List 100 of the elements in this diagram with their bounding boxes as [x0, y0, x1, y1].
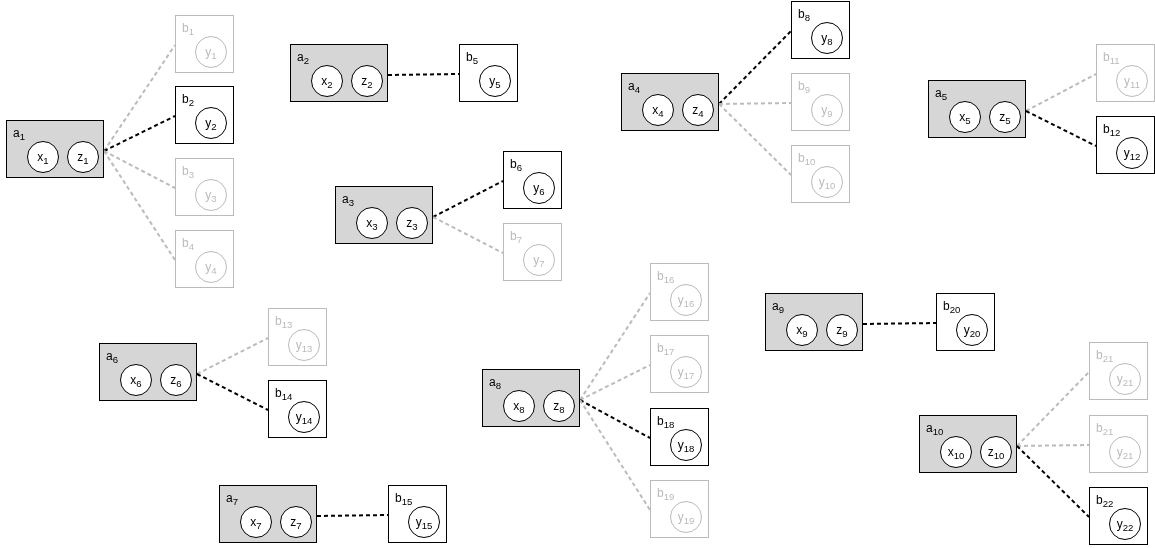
variable-circle: x$_{10}$ — [940, 436, 972, 468]
variable-circle: x$_{6}$ — [120, 364, 152, 396]
variable-circle: x$_{7}$ — [240, 506, 272, 538]
box-label: a$_{9}$ — [772, 299, 785, 313]
connector-line — [432, 216, 504, 254]
variable-circle: y$_{18}$ — [670, 429, 702, 461]
variable-circle: y$_{21}$ — [1109, 436, 1141, 468]
item-box — [1096, 116, 1155, 174]
box-label: b$_{22}$ — [1096, 493, 1114, 507]
variable-circle: y$_{14}$ — [288, 401, 320, 433]
item-box — [650, 263, 709, 321]
box-label: a$_{6}$ — [106, 349, 119, 363]
variable-circle: y$_{1}$ — [195, 36, 227, 68]
connector-line — [1016, 445, 1090, 518]
variable-circle: z$_{9}$ — [826, 314, 858, 346]
connector-line — [103, 115, 176, 152]
variable-circle: y$_{16}$ — [670, 284, 702, 316]
box-label: a$_{8}$ — [489, 375, 502, 389]
variable-circle: y$_{11}$ — [1116, 65, 1148, 97]
item-box — [503, 151, 562, 209]
group-box — [621, 73, 719, 131]
box-label: a$_{4}$ — [628, 79, 641, 93]
item-box — [268, 308, 327, 366]
item-box — [503, 223, 562, 281]
connector-line — [1016, 371, 1090, 447]
variable-circle: z$_{7}$ — [280, 506, 312, 538]
group-box — [290, 44, 388, 102]
box-label: b$_{9}$ — [798, 79, 811, 93]
item-box — [459, 44, 518, 102]
item-box — [175, 158, 234, 216]
connector-line — [1025, 110, 1097, 147]
variable-circle: y$_{7}$ — [523, 244, 555, 276]
item-box — [1089, 487, 1148, 545]
group-box — [919, 415, 1017, 473]
connector-line — [579, 292, 651, 401]
variable-circle: y$_{17}$ — [670, 356, 702, 388]
variable-circle: z$_{10}$ — [980, 436, 1012, 468]
variable-circle: x$_{3}$ — [356, 207, 388, 239]
connector-line — [862, 322, 937, 325]
variable-circle: x$_{8}$ — [503, 390, 535, 422]
box-label: b$_{20}$ — [943, 299, 961, 313]
box-label: b$_{13}$ — [275, 314, 293, 328]
variable-circle: x$_{1}$ — [27, 141, 59, 173]
box-label: b$_{2}$ — [182, 92, 195, 106]
variable-circle: z$_{8}$ — [543, 390, 575, 422]
variable-circle: z$_{4}$ — [682, 94, 714, 126]
connector-line — [579, 399, 651, 439]
item-box — [936, 293, 995, 351]
item-box — [388, 485, 447, 543]
connector-line — [1025, 73, 1097, 112]
connector-line — [103, 150, 176, 261]
variable-circle: x$_{2}$ — [311, 65, 343, 97]
connector-line — [432, 180, 504, 218]
group-box — [6, 120, 104, 178]
box-label: a$_{10}$ — [926, 421, 944, 435]
variable-circle: y$_{5}$ — [479, 65, 511, 97]
item-box — [175, 86, 234, 144]
group-box — [219, 485, 317, 543]
box-label: b$_{6}$ — [510, 157, 523, 171]
connector-line — [1016, 444, 1090, 447]
variable-circle: x$_{9}$ — [786, 314, 818, 346]
item-box — [791, 145, 850, 203]
item-box — [175, 230, 234, 288]
box-label: b$_{10}$ — [798, 151, 816, 165]
connector-line — [196, 337, 269, 375]
connector-line — [579, 364, 651, 401]
box-label: b$_{18}$ — [657, 414, 675, 428]
item-box — [175, 15, 234, 73]
group-box — [765, 293, 863, 351]
group-box — [335, 186, 433, 244]
box-label: a$_{7}$ — [226, 491, 239, 505]
item-box — [268, 380, 327, 438]
connector-line — [718, 30, 792, 105]
connector-line — [103, 150, 176, 189]
variable-circle: x$_{4}$ — [642, 94, 674, 126]
box-label: b$_{8}$ — [798, 7, 811, 21]
variable-circle: y$_{19}$ — [670, 501, 702, 533]
group-box — [99, 343, 197, 401]
item-box — [1089, 342, 1148, 400]
item-box — [1089, 415, 1148, 473]
variable-circle: y$_{4}$ — [195, 251, 227, 283]
variable-circle: z$_{2}$ — [351, 65, 383, 97]
item-box — [791, 1, 850, 59]
box-label: b$_{12}$ — [1103, 122, 1121, 136]
group-box — [928, 80, 1026, 138]
connector-line — [103, 44, 176, 152]
box-label: b$_{15}$ — [395, 491, 413, 505]
connector-line — [718, 103, 792, 176]
connector-line — [718, 102, 792, 105]
variable-circle: y$_{12}$ — [1116, 137, 1148, 169]
variable-circle: y$_{15}$ — [408, 506, 440, 538]
box-label: b$_{17}$ — [657, 341, 675, 355]
item-box — [650, 408, 709, 466]
variable-circle: x$_{5}$ — [949, 101, 981, 133]
box-label: b$_{4}$ — [182, 236, 195, 250]
box-label: b$_{7}$ — [510, 229, 523, 243]
item-box — [650, 335, 709, 393]
group-box — [482, 369, 580, 427]
box-label: b$_{19}$ — [657, 486, 675, 500]
variable-circle: z$_{1}$ — [67, 141, 99, 173]
